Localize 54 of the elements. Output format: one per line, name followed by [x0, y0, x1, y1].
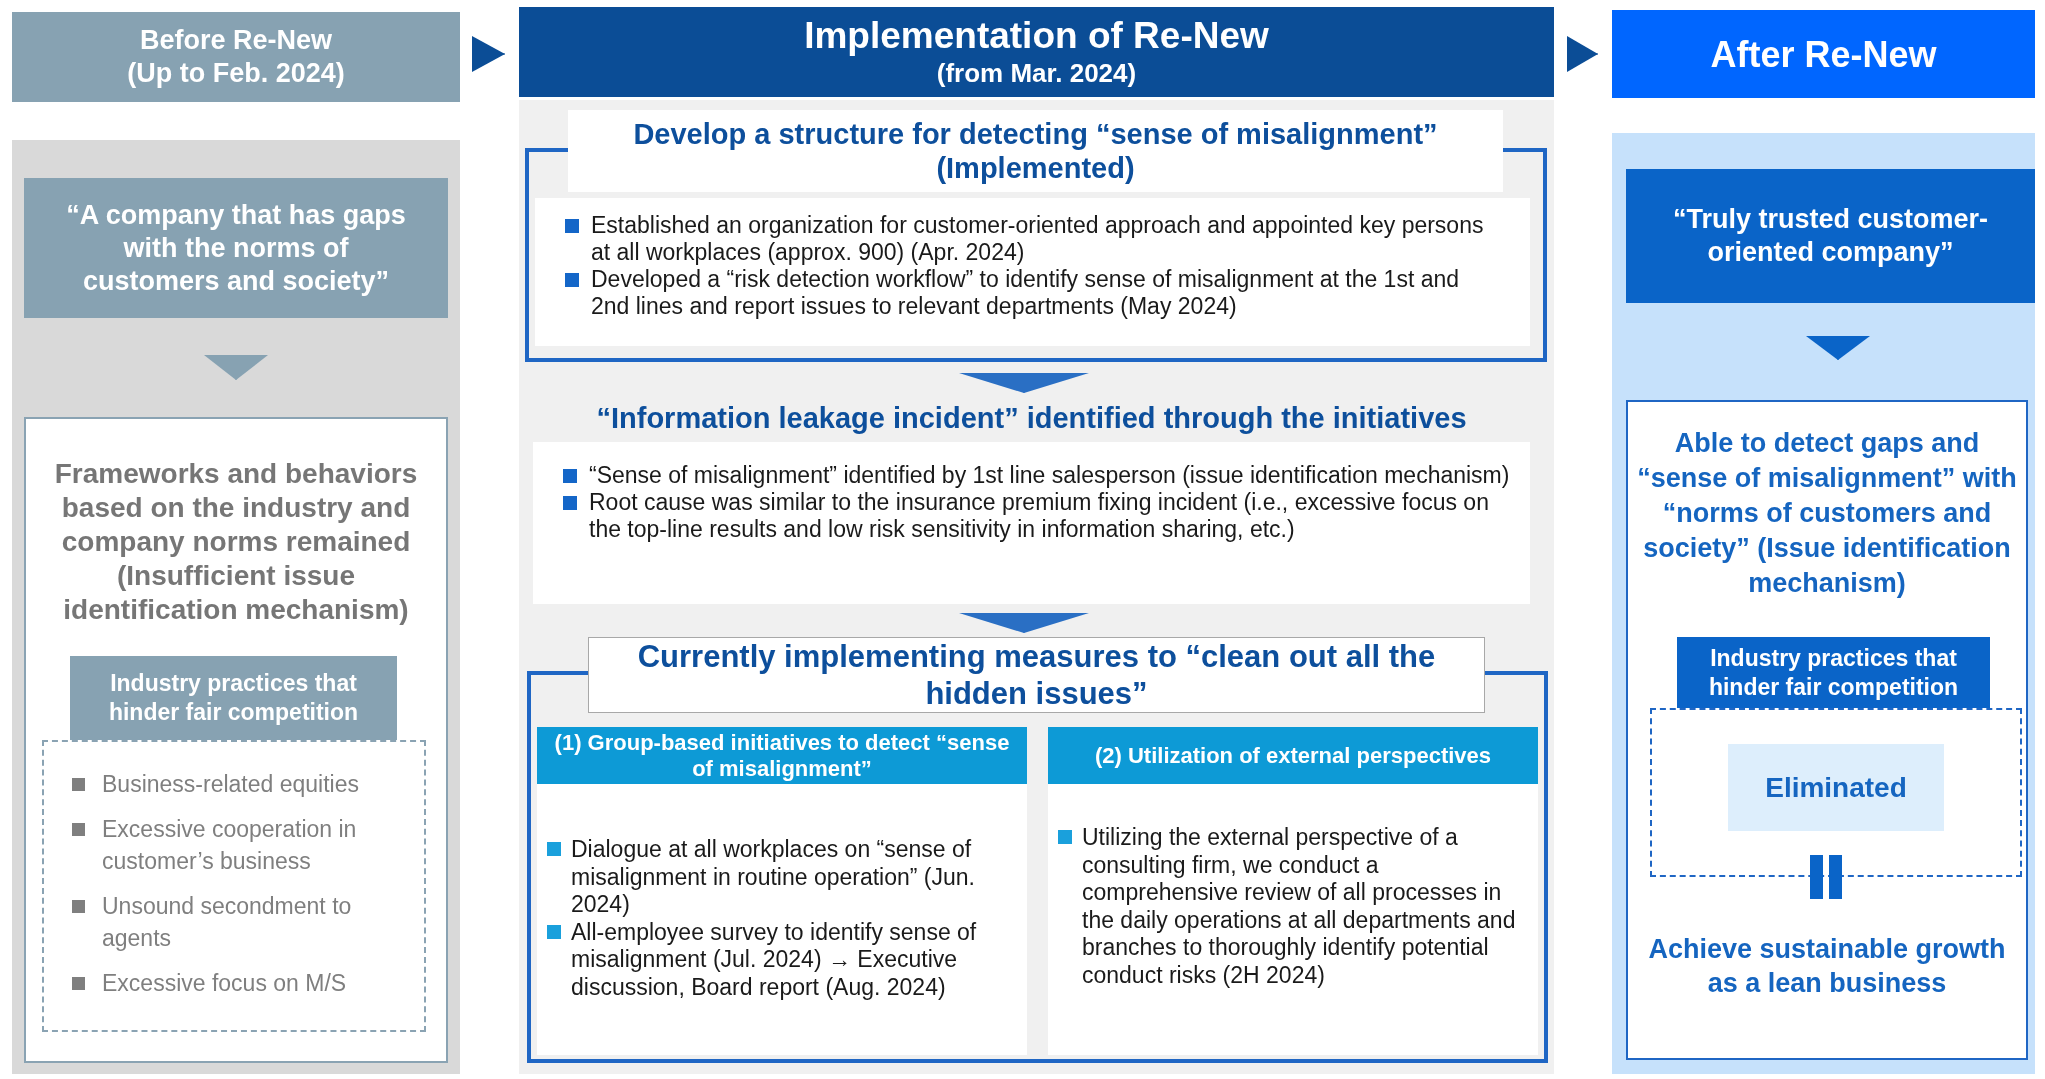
- stage-header: [12, 12, 460, 102]
- subheading-text: Industry practices that hinder fair competition: [1707, 643, 1960, 702]
- quote-text: “A company that has gaps with the norms of customers and society”: [65, 198, 407, 298]
- bullet-text: Utilizing the external perspective of a consulting firm, we conduct a comprehensive review of all processes in the daily operations at all departments and branches to thoroughly identify potential conduct risks (2H 2024): [1056, 824, 1538, 989]
- heading-text: “Information leakage incident” identified through the initiatives: [595, 401, 1468, 436]
- column-panel: [12, 140, 460, 1074]
- bullet-text: Excessive focus on M/S: [62, 967, 414, 999]
- section-title: Currently implementing measures to “clean out all the hidden issues”: [588, 637, 1485, 713]
- header-text: Implementation of Re-New: [804, 15, 1269, 57]
- bullet-text: All-employee survey to identify sense of misalignment (Jul. 2024) → Executive discussion, Board report (Aug. 2024): [545, 918, 1027, 1001]
- arrow: [1566, 36, 1599, 72]
- quote-box: [24, 178, 448, 318]
- arrow: [471, 36, 506, 72]
- subheading-text: Industry practices that hinder fair competition: [107, 669, 360, 727]
- content-box: [1626, 400, 2028, 1060]
- conclusion-text: Achieve sustainable growth as a lean business: [1647, 933, 2007, 1000]
- arrow: [204, 354, 268, 381]
- arrow: [1806, 335, 1870, 361]
- dashed-box: [1650, 708, 2022, 877]
- subheading-box: [1677, 637, 1990, 708]
- bullet-text: Unsound secondment to agents: [62, 890, 414, 954]
- section-frame: [527, 637, 1548, 1063]
- header-text: (Up to Feb. 2024): [127, 57, 345, 90]
- measure-card: [537, 727, 1027, 1055]
- bullet-card: [535, 198, 1530, 346]
- arrow: [959, 612, 1089, 634]
- result-text: Eliminated: [1765, 771, 1907, 804]
- bullet-text: “Sense of misalignment” identified by 1st line salesperson (issue identification mechanism): [551, 462, 1530, 489]
- heading-text: Frameworks and behaviors based on the industry and company norms remained (Insufficient issue identification mechanism): [53, 457, 419, 627]
- header-text: Before Re-New: [139, 24, 332, 57]
- bullet-text: Root cause was similar to the insurance premium fixing incident (i.e., excessive focus on the top-line results and low risk sensitivity in information sharing, etc.): [551, 489, 1530, 543]
- section-title: Develop a structure for detecting “sense of misalignment” (Implemented): [568, 110, 1503, 192]
- quote-box: [1626, 169, 2035, 303]
- bullet-text: Dialogue at all workplaces on “sense of misalignment in routine operation” (Jun. 2024): [545, 836, 1027, 919]
- section-frame: [525, 110, 1547, 362]
- arrow: [959, 372, 1089, 394]
- header-text: After Re-New: [1710, 37, 1937, 71]
- bullet-text: Excessive cooperation in customer’s business: [62, 813, 414, 877]
- stage-header: [519, 7, 1554, 97]
- content-box: [24, 417, 448, 1063]
- card-header: (1) Group-based initiatives to detect “sense of misalignment”: [537, 727, 1027, 784]
- column-panel: [519, 100, 1554, 1074]
- bullet-text: Business-related equities: [62, 768, 414, 800]
- heading-text: Able to detect gaps and “sense of misalignment” with “norms of customers and society” (Issue identification mechanism): [1636, 427, 2018, 600]
- stage-header: [1612, 10, 2035, 98]
- header-subtext: (from Mar. 2024): [936, 57, 1137, 89]
- quote-text: “Truly trusted customer-oriented company”: [1671, 203, 1990, 269]
- measure-card: [1048, 727, 1538, 1055]
- result-box: [1728, 744, 1944, 831]
- bullet-text: Developed a “risk detection workflow” to identify sense of misalignment at the 1st and 2nd lines and report issues to relevant departments (May 2024): [553, 266, 1510, 320]
- card-header: (2) Utilization of external perspectives: [1048, 727, 1538, 784]
- subheading-box: [70, 656, 397, 740]
- bullet-text: Established an organization for customer-oriented approach and appointed key persons at all workplaces (approx. 900) (Apr. 2024): [553, 212, 1510, 266]
- column-panel: [1612, 133, 2035, 1074]
